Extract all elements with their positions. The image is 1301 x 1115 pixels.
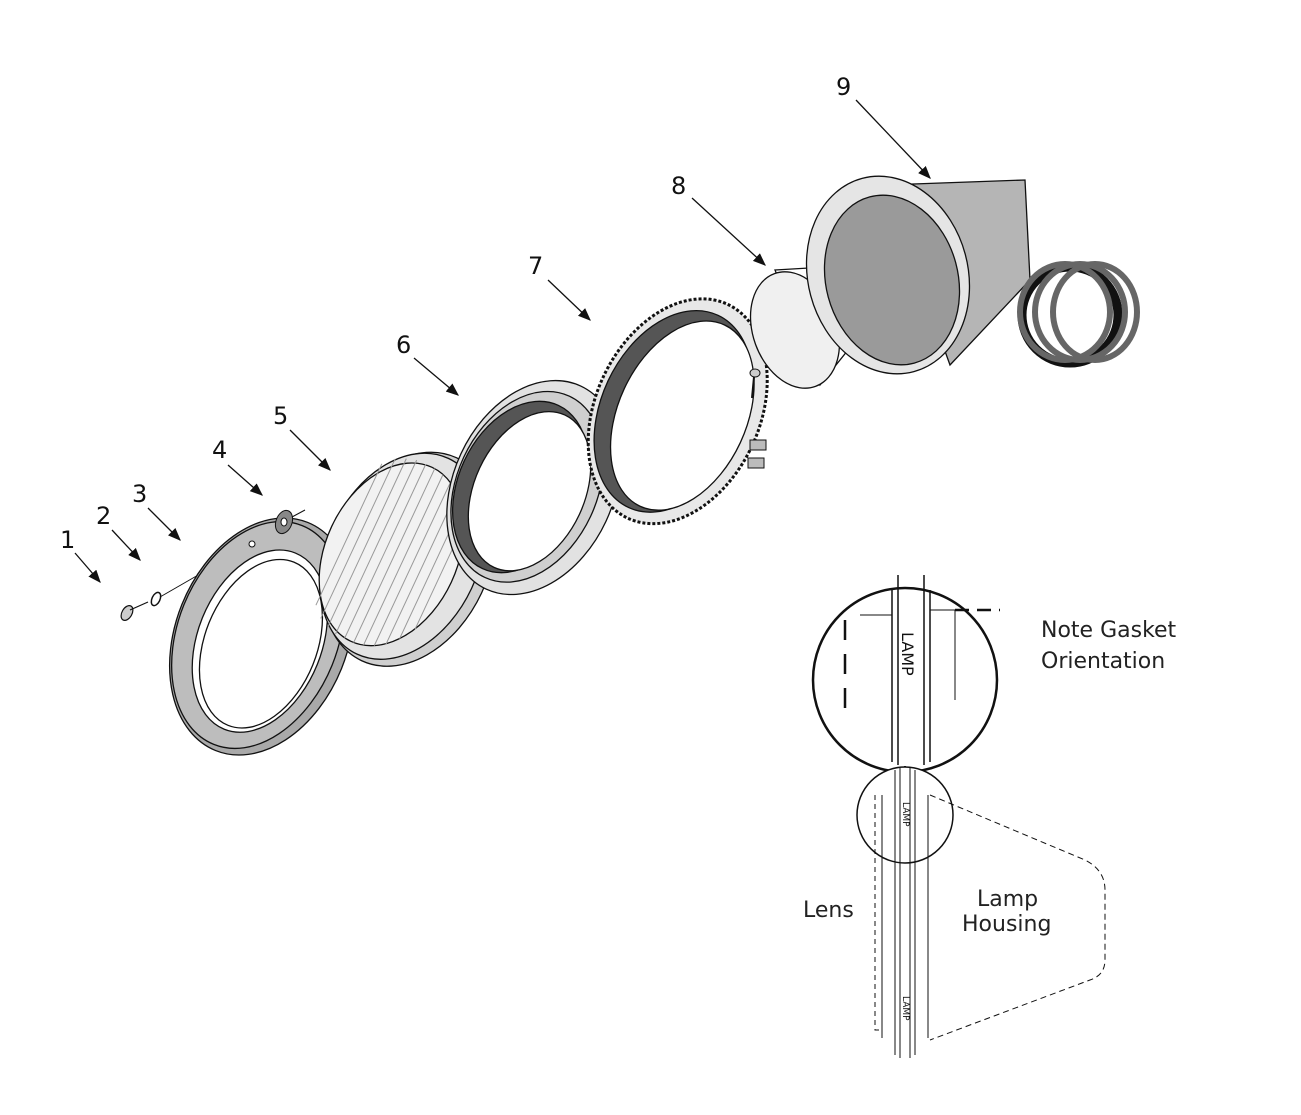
callout-1: 1	[60, 526, 75, 554]
callout-8: 8	[671, 172, 686, 200]
housing-label-line-2: Housing	[962, 912, 1051, 937]
trim-ring-part-3	[168, 517, 355, 756]
gasket-marking-large: LAMP	[898, 632, 917, 676]
washer-part-4	[274, 509, 306, 535]
gasket-part-6	[446, 379, 621, 596]
callout-4: 4	[212, 436, 227, 464]
lens-label: Lens	[803, 898, 854, 923]
callout-5: 5	[273, 402, 288, 430]
callout-3: 3	[132, 480, 147, 508]
clamp-screw	[747, 368, 767, 469]
clamp-ring-part-7	[586, 297, 769, 526]
housing-label-line-1: Lamp	[977, 887, 1038, 912]
gasket-marking-bottom: LAMP	[900, 996, 910, 1021]
callout-6: 6	[396, 331, 411, 359]
housing-part-9	[805, 175, 1140, 375]
screw-part-1	[120, 601, 149, 621]
callout-9: 9	[836, 73, 851, 101]
washer-part-2	[150, 591, 162, 607]
callout-7: 7	[528, 252, 543, 280]
lens-part-5	[315, 451, 497, 667]
gasket-orientation-detail: LAMP LAMP LAMP	[811, 575, 1106, 1058]
note-line-1: Note Gasket	[1041, 618, 1177, 643]
callout-2: 2	[96, 502, 111, 530]
note-line-2: Orientation	[1041, 649, 1165, 674]
gasket-marking-top: LAMP	[900, 802, 910, 827]
leader-arrows	[74, 99, 931, 583]
